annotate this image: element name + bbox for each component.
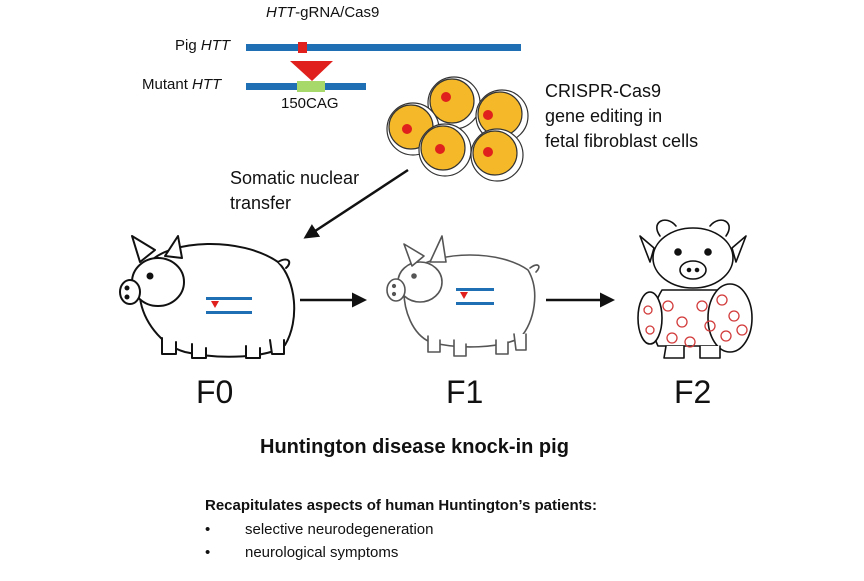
generation-f0: F0 xyxy=(196,374,234,410)
f2-symptom-marks xyxy=(643,294,748,348)
cell-icon xyxy=(418,123,472,177)
generation-f1: F1 xyxy=(446,374,484,410)
pig-htt-prefix: Pig xyxy=(175,37,201,54)
generation-f2: F2 xyxy=(674,374,712,410)
crispr-line-1: CRISPR-Cas9 xyxy=(545,81,662,101)
insertion-arrow-icon xyxy=(290,61,333,81)
mutant-htt-prefix: Mutant xyxy=(142,76,193,93)
insert-label: 150CAG xyxy=(281,95,339,112)
crispr-callout: CRISPR-Cas9 gene editing in fetal fibrob… xyxy=(545,79,698,154)
mutant-htt-italic: HTT xyxy=(192,76,222,93)
snt-line-2: transfer xyxy=(230,193,292,213)
cell-icon xyxy=(427,76,481,130)
fibroblast-cells xyxy=(386,76,529,182)
grna-label-italic: HTT xyxy=(266,4,296,21)
bullet-icon: • xyxy=(205,544,211,561)
grna-label: HTT-gRNA/Cas9 xyxy=(266,4,379,21)
mutant-htt-bar xyxy=(246,81,366,92)
dna-bar-icon xyxy=(246,44,521,51)
crispr-line-3: fetal fibroblast cells xyxy=(545,131,699,151)
grna-label-rest: -gRNA/Cas9 xyxy=(295,4,380,21)
cell-icon xyxy=(470,128,524,182)
pig-icon-f2 xyxy=(637,219,753,359)
pig-htt-label: Pig HTT xyxy=(175,37,230,54)
notes-heading: Recapitulates aspects of human Huntingto… xyxy=(205,497,597,514)
f0-gene-marker xyxy=(206,297,252,314)
cag-insert-icon xyxy=(297,81,325,92)
mutant-htt-label: Mutant HTT xyxy=(142,76,221,93)
crispr-line-2: gene editing in xyxy=(545,106,663,126)
bullet-icon: • xyxy=(205,521,211,538)
pig-icon-f1 xyxy=(386,235,540,357)
arrow-icon xyxy=(303,168,409,239)
pig-htt-italic: HTT xyxy=(200,37,231,54)
snt-line-1: Somatic nuclear xyxy=(230,168,360,188)
snt-callout: Somatic nuclear transfer xyxy=(230,166,359,216)
cut-site-icon xyxy=(298,42,307,53)
bullet-text: neurological symptoms xyxy=(245,544,399,561)
list-item: • selective neurodegeneration xyxy=(205,521,433,538)
pig-icon-f0 xyxy=(119,235,296,359)
bullet-text: selective neurodegeneration xyxy=(245,521,434,538)
list-item: • neurological symptoms xyxy=(205,544,398,561)
page-title: Huntington disease knock-in pig xyxy=(260,436,569,458)
f1-gene-marker xyxy=(456,288,494,305)
pig-htt-bar xyxy=(246,42,521,53)
